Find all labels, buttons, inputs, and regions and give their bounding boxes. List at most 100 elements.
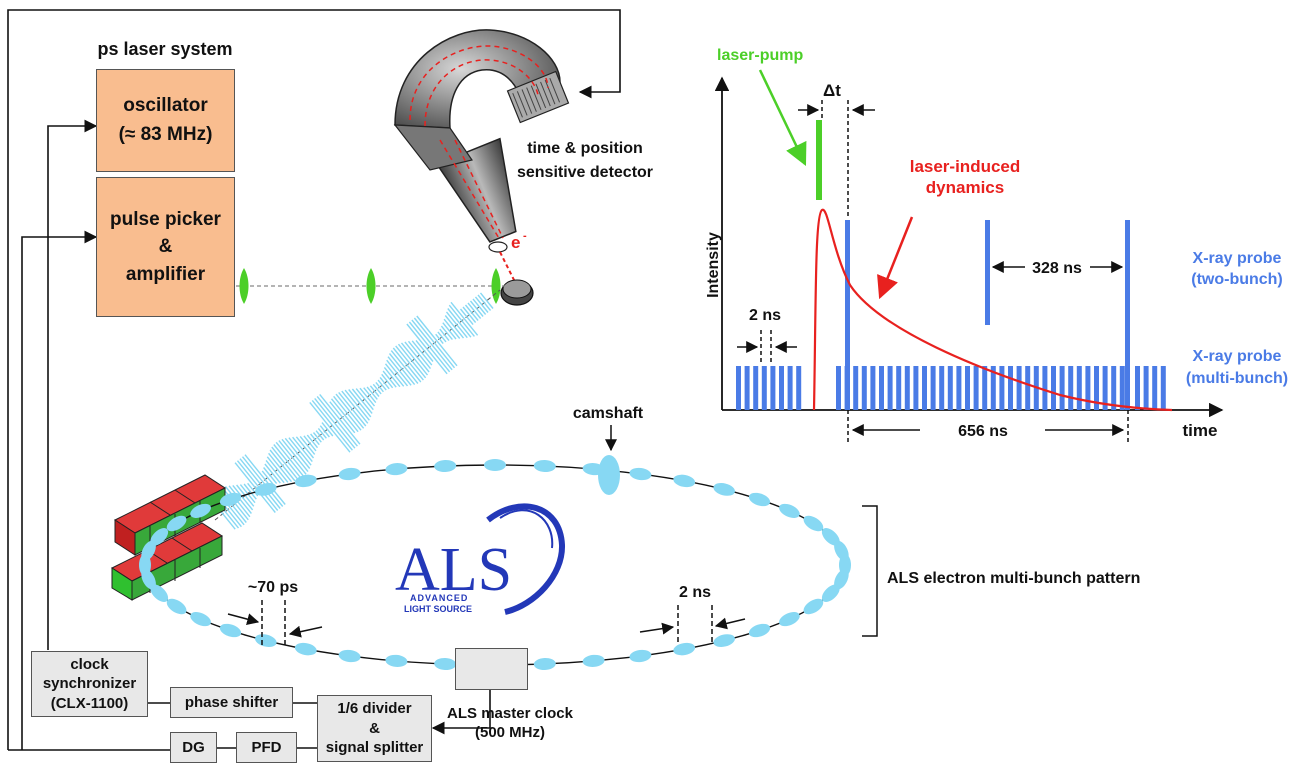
- plot-ylabel: Intensity: [705, 232, 722, 298]
- multi-bunch-bar: [1111, 366, 1117, 410]
- xray-pulse: [264, 463, 281, 484]
- multi-bunch-bar: [796, 366, 802, 410]
- xray-pulse: [351, 388, 373, 414]
- xray-pulse: [333, 395, 362, 431]
- xray-pulse: [435, 333, 444, 345]
- xray-pulse: [278, 440, 307, 475]
- multi-bunch-bar: [770, 366, 776, 410]
- pulse-picker-box: pulse picker & amplifier: [96, 177, 235, 317]
- dg-box: DG: [170, 732, 217, 763]
- divider-label-3: signal splitter: [325, 739, 424, 757]
- xray-pulse: [408, 321, 451, 373]
- xray-pulse: [348, 389, 372, 418]
- xray-pulse: [269, 449, 296, 482]
- multi-bunch-bar: [1085, 366, 1091, 410]
- electron-bunch: [484, 459, 506, 471]
- electron-bunch: [803, 515, 824, 532]
- dynamics-label-2: dynamics: [926, 178, 1004, 197]
- xray-pulse: [369, 385, 380, 397]
- xray-pulse: [443, 318, 461, 339]
- multi-bunch-bar: [922, 366, 927, 410]
- pulse-picker-label-1: pulse picker: [110, 208, 221, 230]
- multi-bunch-bar: [973, 366, 979, 410]
- xray-pulse: [329, 401, 356, 434]
- pulse-picker-label-3: amplifier: [125, 263, 206, 285]
- multi-bunch-bar: [904, 366, 910, 410]
- xray-pulse: [314, 397, 356, 449]
- probe-multi-label-2: (multi-bunch): [1186, 370, 1288, 387]
- xray-pulse: [273, 444, 302, 479]
- detector-label-1: time & position: [527, 140, 643, 157]
- xray-pulse: [312, 432, 322, 443]
- multi-bunch-bar: [879, 366, 884, 410]
- xray-pulse: [406, 323, 448, 375]
- xray-pulse: [366, 386, 378, 400]
- multi-bunch-bar: [1059, 366, 1065, 410]
- multi-bunch-bar: [1016, 366, 1022, 410]
- xray-pulse: [338, 391, 367, 427]
- xray-pulse: [303, 435, 317, 452]
- two-bunch-bar-3: [1125, 220, 1130, 410]
- spacing-ps-label: ~70 ps: [248, 579, 298, 596]
- multi-bunch-bar: [836, 366, 841, 410]
- electron-bunch: [150, 528, 169, 546]
- oscillator-label: oscillator: [123, 95, 208, 116]
- electron-bunch: [385, 654, 408, 667]
- undulator-magnets: [110, 474, 227, 601]
- xray-pulse: [315, 430, 325, 441]
- xray-pulse: [413, 317, 456, 369]
- multi-bunch-bars: [736, 366, 1166, 410]
- multi-bunch-bar: [1042, 366, 1048, 410]
- xray-pulse: [397, 343, 427, 379]
- electron-bunch: [434, 657, 457, 671]
- electron-bunch: [673, 642, 696, 656]
- xray-pulse: [382, 370, 397, 388]
- xray-pulse: [232, 484, 254, 511]
- multi-bunch-bar: [1143, 366, 1149, 410]
- xray-pulse: [416, 315, 458, 367]
- electron-bunch: [385, 463, 408, 476]
- xray-pulse: [448, 304, 475, 337]
- electron-bunch: [713, 634, 735, 647]
- electron-bunch: [166, 515, 187, 532]
- electron-bunch: [748, 623, 771, 638]
- camshaft-label: camshaft: [573, 405, 644, 422]
- multi-bunch-bar: [1160, 366, 1166, 410]
- multi-bunch-bar: [861, 366, 867, 410]
- electron-bunch: [673, 474, 696, 488]
- electron-bunch: [803, 598, 824, 615]
- probe-two-label-2: (two-bunch): [1191, 271, 1283, 288]
- divider-splitter-box: 1/6 divider & signal splitter: [317, 695, 432, 762]
- electron-bunch: [338, 467, 361, 481]
- xray-pulse: [311, 399, 353, 451]
- xray-pulse: [265, 459, 285, 484]
- probe-two-label-1: X-ray probe: [1193, 250, 1282, 267]
- xray-pulse: [415, 339, 434, 362]
- xray-pulse: [404, 341, 430, 373]
- xray-pulse: [363, 387, 377, 404]
- multi-bunch-bar: [1008, 366, 1013, 410]
- xray-pulse: [411, 340, 433, 366]
- xray-pulse: [445, 311, 468, 339]
- laser-system-title: ps laser system: [97, 39, 232, 59]
- electron-bunch: [219, 623, 242, 638]
- xray-pulse: [299, 435, 316, 455]
- master-clock-label-1: ALS master clock: [447, 705, 574, 722]
- laser-beam: [236, 268, 505, 304]
- two-bunch-bar-1: [845, 220, 850, 410]
- electron-bunch: [294, 474, 317, 488]
- multi-bunch-bar: [887, 366, 893, 410]
- xray-pulse: [263, 467, 278, 484]
- wiring: [7, 9, 621, 751]
- electron-bunch: [255, 634, 277, 647]
- timing-plot: [714, 69, 1224, 442]
- master-clock-label-2: (500 MHz): [475, 724, 545, 741]
- electron-bunch: [150, 584, 169, 602]
- detector-label-2: sensitive detector: [517, 164, 653, 181]
- xray-pulse: [321, 422, 334, 437]
- xray-pulse: [236, 460, 279, 511]
- xray-pulse: [341, 390, 369, 424]
- spacing-ns-label: 2 ns: [679, 584, 711, 601]
- oscillator-box: oscillator (≈ 83 MHz): [96, 69, 235, 172]
- xray-pulse: [319, 425, 330, 438]
